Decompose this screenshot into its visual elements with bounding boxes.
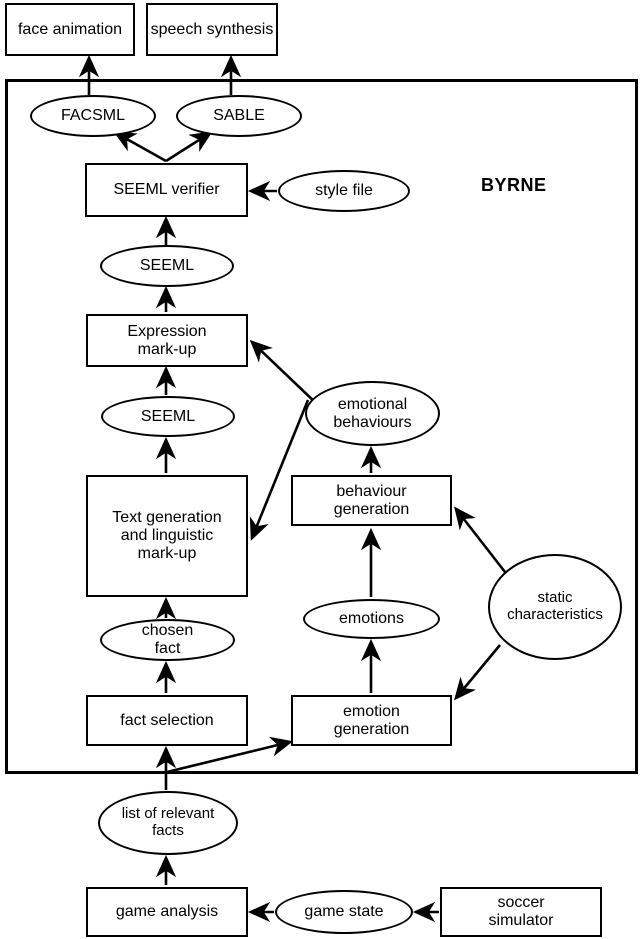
node-label: SEEML verifier — [113, 181, 220, 199]
byrne-system-label: BYRNE — [481, 175, 547, 195]
node-label: static characteristics — [507, 589, 603, 623]
node-label: style file — [315, 182, 373, 200]
node-label: emotions — [339, 610, 404, 628]
node-emotion-generation[interactable]: emotion generation — [291, 695, 452, 746]
node-label: SEEML — [139, 257, 195, 275]
byrne-system-boundary — [5, 79, 638, 774]
node-game-state[interactable]: game state — [275, 890, 413, 934]
node-label: game analysis — [115, 903, 219, 921]
edge-facts-to-emotion-generation — [166, 736, 294, 774]
node-text-generation[interactable]: Text generation and linguistic mark-up — [86, 475, 248, 597]
node-label: FACSML — [60, 107, 125, 125]
node-label: face animation — [17, 20, 123, 38]
node-label: soccer simulator — [488, 894, 554, 929]
node-static-characteristics[interactable]: static characteristics — [488, 554, 622, 660]
node-game-analysis[interactable]: game analysis — [86, 887, 248, 937]
node-label: Expression mark-up — [127, 322, 207, 358]
node-seeml-verifier[interactable]: SEEML verifier — [85, 163, 248, 217]
node-expression-markup[interactable]: Expression mark-up — [86, 314, 248, 367]
node-label: emotional behaviours — [333, 395, 412, 431]
node-seeml-top[interactable]: SEEML — [100, 245, 234, 287]
node-label: list of relevant facts — [121, 805, 215, 839]
node-label: chosen fact — [141, 622, 194, 657]
node-label: Text generation and linguistic mark-up — [112, 509, 222, 562]
node-label: emotion generation — [333, 702, 410, 738]
node-emotional-behaviours[interactable]: emotional behaviours — [305, 381, 440, 446]
node-list-of-relevant-facts[interactable]: list of relevant facts — [98, 791, 238, 855]
edge-verifier-to-facsml — [113, 131, 167, 163]
edge-text-generation-to-emotional-behaviours — [249, 399, 310, 541]
edge-emotional-behaviours-to-expression — [249, 339, 319, 406]
node-facsml[interactable]: FACSML — [30, 95, 156, 137]
node-label: SEEML — [140, 407, 196, 425]
node-label: game state — [304, 903, 384, 921]
edge-static-to-behaviour-generation — [454, 506, 507, 573]
node-soccer-simulator[interactable]: soccer simulator — [440, 887, 602, 937]
node-speech-synthesis[interactable]: speech synthesis — [146, 3, 278, 56]
node-fact-selection[interactable]: fact selection — [86, 695, 248, 746]
node-label: behaviour generation — [333, 482, 410, 518]
node-face-animation[interactable]: face animation — [5, 3, 135, 56]
node-label: speech synthesis — [150, 20, 274, 38]
node-chosen-fact[interactable]: chosen fact — [100, 619, 235, 661]
edge-static-to-emotion-generation — [454, 644, 502, 701]
node-label: SABLE — [213, 107, 265, 125]
node-behaviour-generation[interactable]: behaviour generation — [291, 475, 452, 526]
node-emotions[interactable]: emotions — [303, 599, 440, 639]
node-label: fact selection — [120, 711, 214, 729]
edge-verifier-to-sable — [165, 131, 213, 163]
node-style-file[interactable]: style file — [278, 170, 410, 212]
node-sable[interactable]: SABLE — [176, 95, 302, 137]
node-seeml-mid[interactable]: SEEML — [101, 396, 235, 437]
